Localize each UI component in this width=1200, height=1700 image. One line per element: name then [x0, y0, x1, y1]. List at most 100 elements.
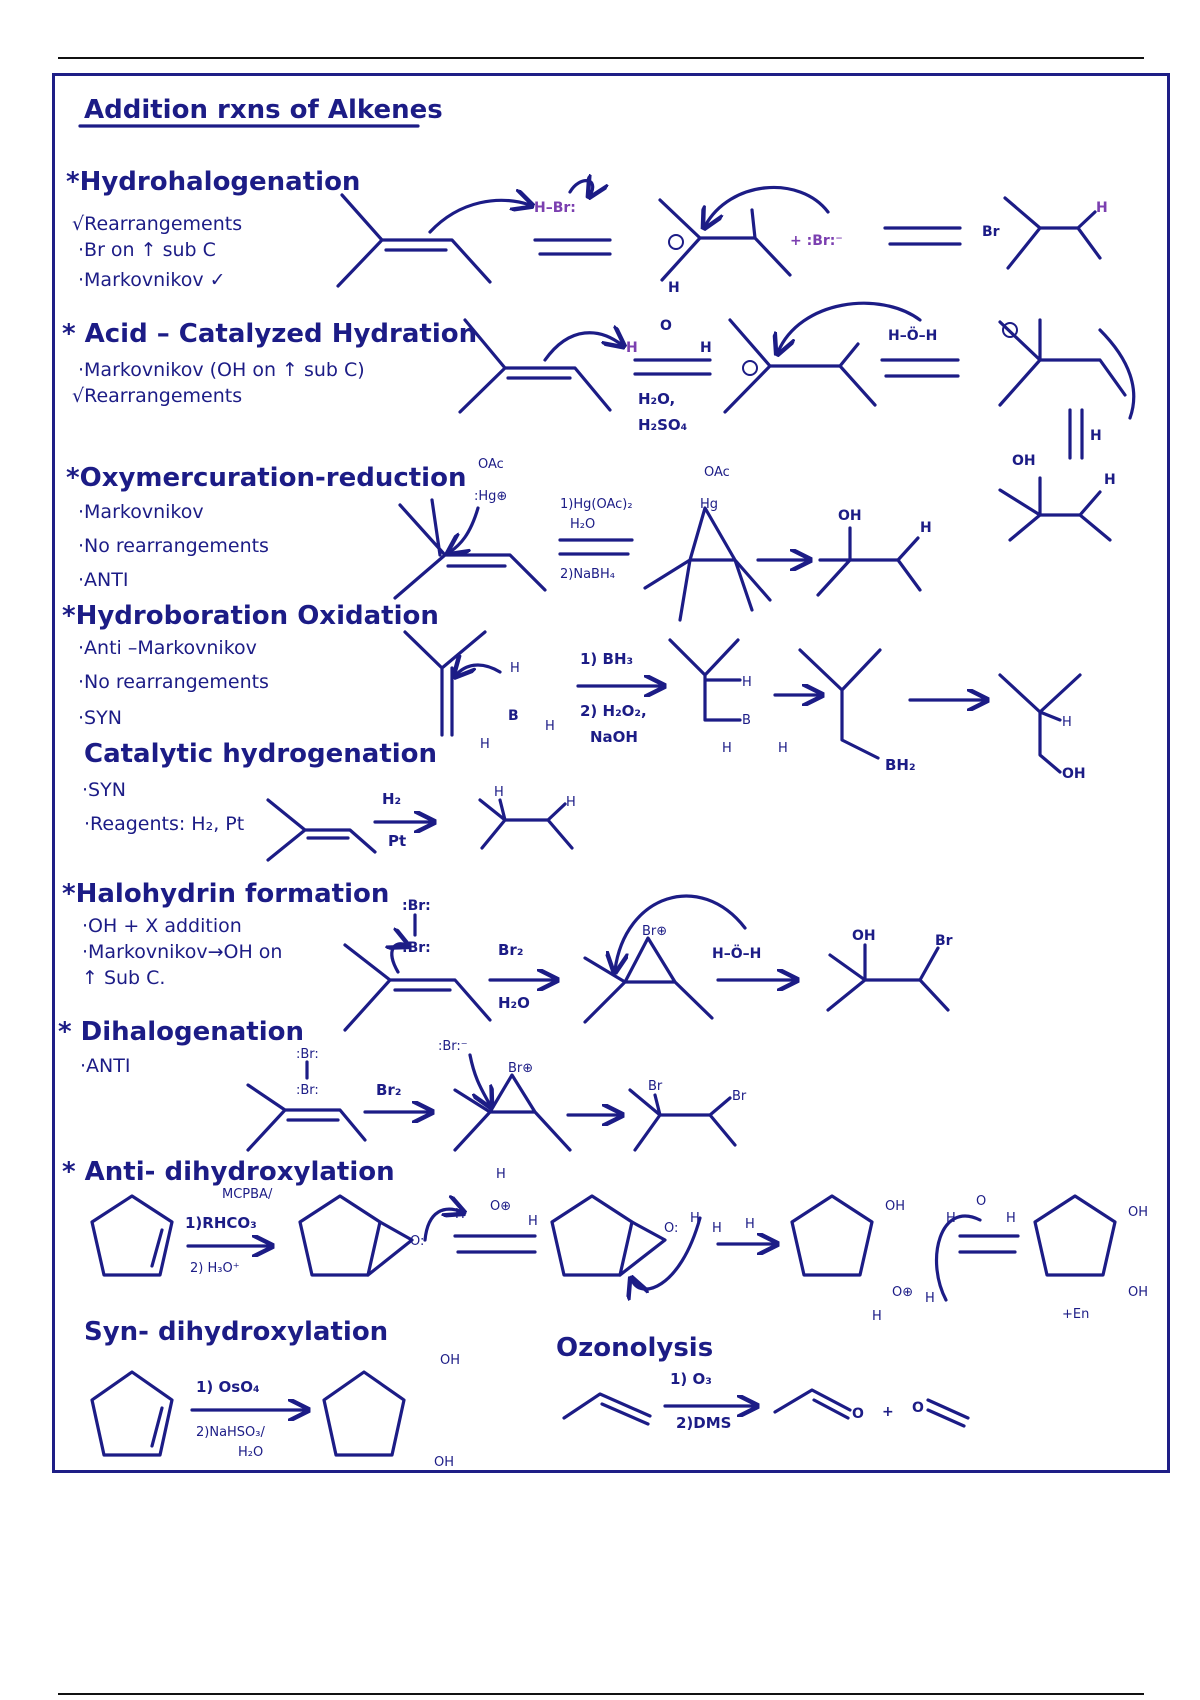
- atom-label: H: [668, 280, 680, 296]
- bromonium-structure: [583, 936, 714, 1024]
- section-title: * Anti- dihydroxylation: [62, 1157, 395, 1187]
- alkene-structure: [393, 498, 547, 600]
- atom-label: H: [1006, 1211, 1016, 1226]
- reagent: H₂SO₄: [638, 416, 687, 434]
- atom-label: :Br:: [296, 1083, 319, 1098]
- equilibrium-arrow: [453, 1234, 537, 1254]
- atom-label: OAc: [704, 465, 730, 480]
- atom-label: H: [545, 719, 555, 734]
- atom-label: H: [712, 1221, 722, 1236]
- atom-label: BH₂: [885, 756, 916, 774]
- reagent: Br₂: [498, 941, 523, 959]
- atom-label: H: [510, 661, 520, 676]
- atom-label: O⊕: [490, 1199, 511, 1214]
- atom-label: O: [912, 1400, 924, 1416]
- note: √Rearrangements: [72, 385, 242, 407]
- atom-label: OH: [838, 508, 862, 524]
- atom-label: OH: [885, 1199, 905, 1214]
- trans-diol-ring: [1033, 1194, 1117, 1277]
- note: ·ANTI: [78, 569, 128, 591]
- note: ·Anti –Markovnikov: [78, 637, 257, 659]
- atom-label: O⊕: [892, 1285, 913, 1300]
- alkene-structure: [562, 1392, 652, 1426]
- atom-label: O: [660, 318, 672, 334]
- atom-label: H: [925, 1291, 935, 1306]
- alkene-structure: [246, 1083, 367, 1152]
- product-structure: [1003, 196, 1102, 270]
- reagent: 2)NaBH₄: [560, 567, 615, 582]
- reagent: 1) O₃: [670, 1370, 712, 1388]
- epoxide-bridge: [618, 1220, 667, 1277]
- electron-arrow: [705, 185, 830, 226]
- atom-label: OH: [1128, 1205, 1148, 1220]
- atom-label: H: [494, 785, 504, 800]
- alkane-structure: [478, 798, 574, 850]
- bromonium-structure: [453, 1073, 572, 1152]
- reagent: 1)Hg(OAc)₂: [560, 497, 633, 512]
- atom-label: Br: [732, 1089, 747, 1104]
- protonated-epoxide-ring: [550, 1194, 634, 1277]
- electron-arrow: [428, 200, 530, 234]
- reagent: 2) H₂O₂,: [580, 702, 647, 720]
- dibromide-structure: [628, 1088, 737, 1152]
- note: ·SYN: [82, 779, 126, 801]
- atom-label: Br⊕: [508, 1061, 533, 1076]
- bottom-rule: [58, 1693, 1144, 1695]
- equilibrium-arrow: [1068, 408, 1084, 460]
- equilibrium-arrow: [883, 226, 962, 246]
- section-title: Ozonolysis: [556, 1333, 713, 1363]
- electron-arrow: [934, 1214, 982, 1302]
- note: ·Markovnikov (OH on ↑ sub C): [78, 359, 365, 381]
- atom-label: H: [480, 737, 490, 752]
- atom-label: Br⊕: [642, 924, 667, 939]
- electron-arrow: [632, 1216, 702, 1289]
- electron-arrow: [392, 944, 406, 974]
- atom-label: Br: [935, 933, 953, 949]
- cyclopentene-ring: [90, 1370, 174, 1457]
- reagent: H₂O: [570, 517, 595, 532]
- reagent: H₂O: [238, 1445, 263, 1460]
- atom-label: O:: [664, 1221, 678, 1236]
- electron-arrow: [615, 894, 747, 970]
- atom-label: Br: [648, 1079, 663, 1094]
- section-dihalogenation: * Dihalogenation ·ANTI :Br: :Br: Br₂ Br⊕…: [58, 1017, 747, 1152]
- formaldehyde-bond: [926, 1398, 970, 1428]
- water: H–Ö–H: [888, 326, 937, 344]
- reagent: MCPBA/: [222, 1187, 273, 1202]
- product-structure: [998, 476, 1112, 542]
- cis-diol-ring: [322, 1370, 406, 1457]
- atom-label: H: [946, 1211, 956, 1226]
- epoxide-bridge: [366, 1220, 414, 1277]
- electron-arrow: [456, 665, 502, 675]
- alcohol-structure: [998, 673, 1082, 774]
- section-hydrogenation: Catalytic hydrogenation ·SYN ·Reagents: …: [82, 739, 576, 862]
- atom-label: H: [920, 520, 932, 536]
- atom-label: OH: [440, 1353, 460, 1368]
- section-oxymercuration: *Oxymercuration-reduction ·Markovnikov ·…: [66, 457, 932, 622]
- bond-arrow: [568, 181, 593, 195]
- section-title: *Hydrohalogenation: [66, 167, 360, 197]
- oxonium-structure: [998, 318, 1127, 407]
- atom-label: B: [508, 708, 519, 724]
- mercurinium-structure: [643, 506, 772, 622]
- note: ·SYN: [78, 707, 122, 729]
- reagent: 2) H₃O⁺: [190, 1261, 240, 1276]
- water: H–Ö–H: [712, 944, 761, 962]
- top-rule: [58, 57, 1144, 59]
- section-title: *Halohydrin formation: [62, 879, 389, 909]
- note: ↑ Sub C.: [82, 967, 165, 989]
- electron-arrow: [468, 1053, 490, 1105]
- reagent: H₂: [382, 790, 401, 808]
- section-syn-dihydroxylation: Syn- dihydroxylation 1) OsO₄ 2)NaHSO₃/ H…: [84, 1317, 460, 1470]
- atom-label: O: [976, 1194, 986, 1209]
- reaction-arrow: [558, 538, 634, 556]
- positive-charge: [668, 234, 684, 250]
- section-title: * Acid – Catalyzed Hydration: [62, 319, 477, 349]
- electron-arrow: [450, 506, 480, 552]
- section-title: *Oxymercuration-reduction: [66, 463, 466, 493]
- atom-label: OH: [1012, 453, 1036, 469]
- note: ·OH + X addition: [82, 915, 242, 937]
- atom-label: H: [566, 795, 576, 810]
- cyclopentene-ring: [90, 1194, 174, 1277]
- atom-label: OH: [1062, 766, 1086, 782]
